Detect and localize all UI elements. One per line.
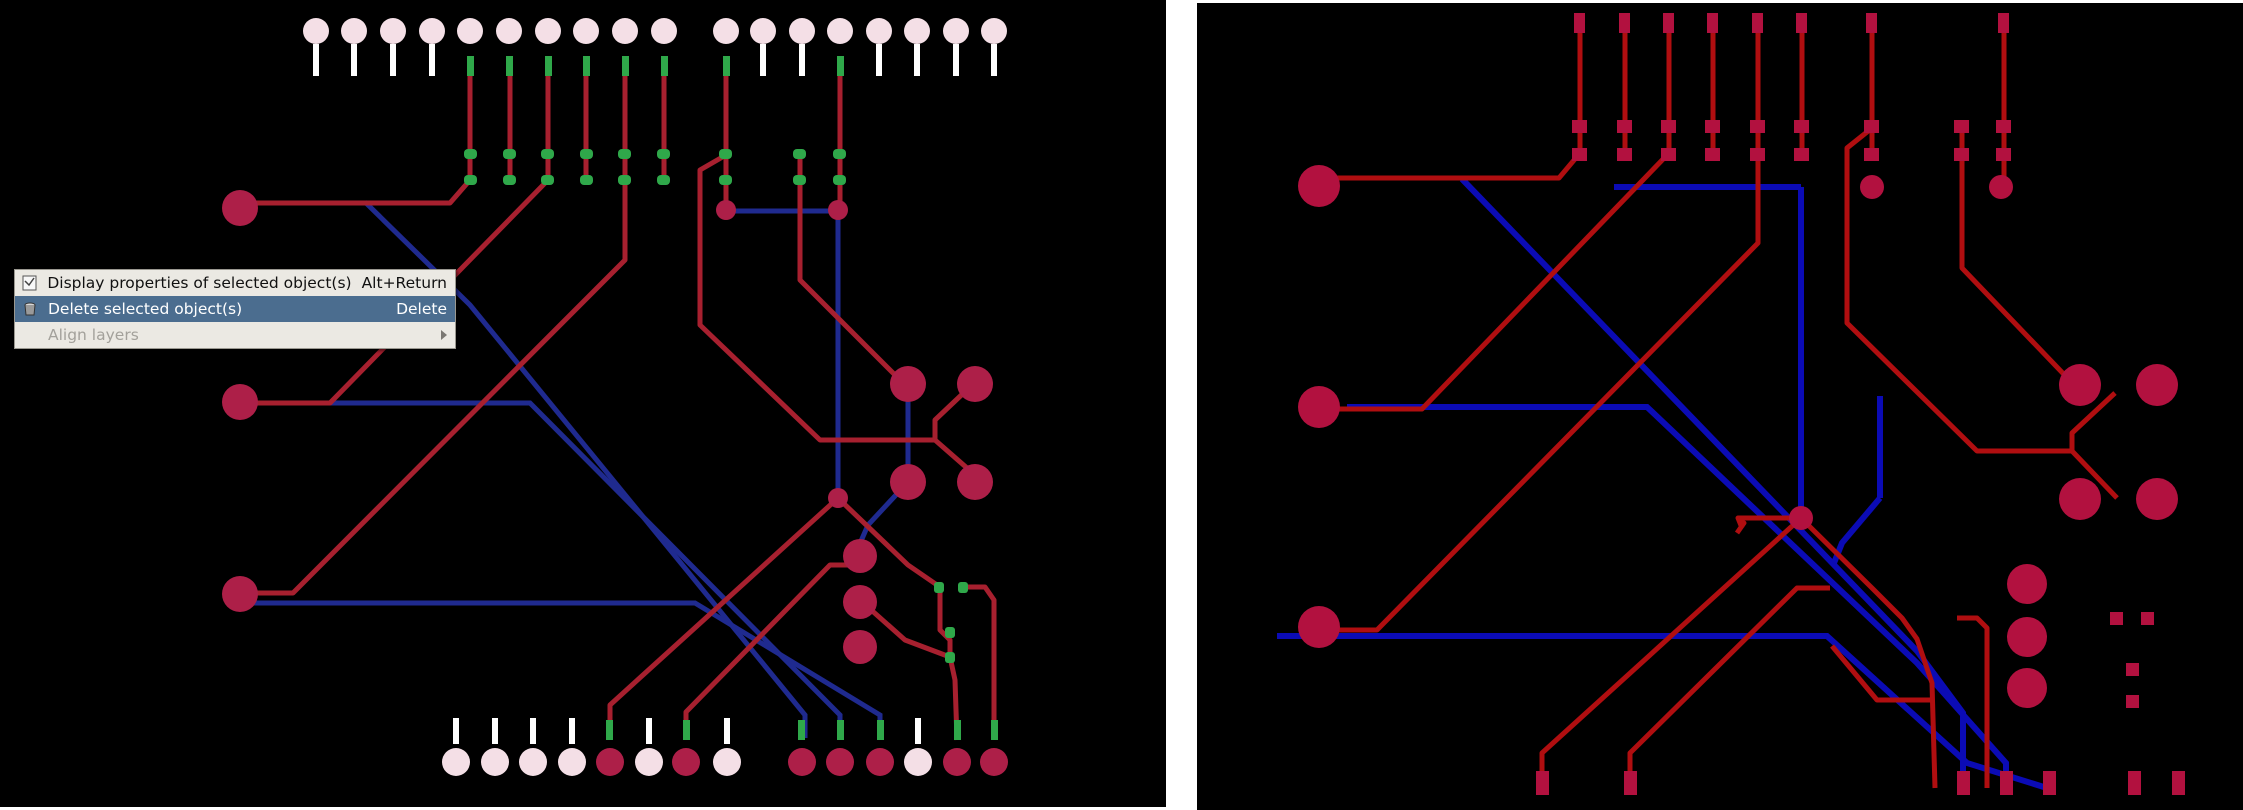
context-menu: Display properties of selected object(s)… [14,269,456,349]
menu-item-shortcut: Alt+Return [361,274,447,292]
red-pads-right [1298,165,2178,708]
red-pads-left [222,190,993,664]
menu-item-delete[interactable]: Delete selected object(s) Delete [15,296,455,322]
trash-icon [21,300,39,318]
pane-divider [1166,0,1197,807]
menu-item-display-properties[interactable]: Display properties of selected object(s)… [15,270,455,296]
pcb-view-left[interactable]: Display properties of selected object(s)… [0,0,1166,807]
submenu-arrow-icon [441,330,447,340]
pcb-canvas-right[interactable] [1197,3,2243,810]
smd-pads-right [1536,13,2185,795]
white-pads-top [303,18,1007,76]
pcb-view-right[interactable] [1197,3,2243,810]
menu-item-align-layers[interactable]: Align layers [15,322,455,348]
menu-item-label: Align layers [48,326,139,344]
pcb-canvas-left[interactable] [0,0,1166,807]
green-smd-pads [464,149,968,663]
properties-icon [21,274,38,292]
menu-item-label: Display properties of selected object(s) [47,274,352,292]
menu-item-shortcut: Delete [396,300,447,318]
bottom-connector-pads [442,718,1008,776]
red-traces-left [240,70,997,741]
menu-item-label: Delete selected object(s) [48,300,243,318]
